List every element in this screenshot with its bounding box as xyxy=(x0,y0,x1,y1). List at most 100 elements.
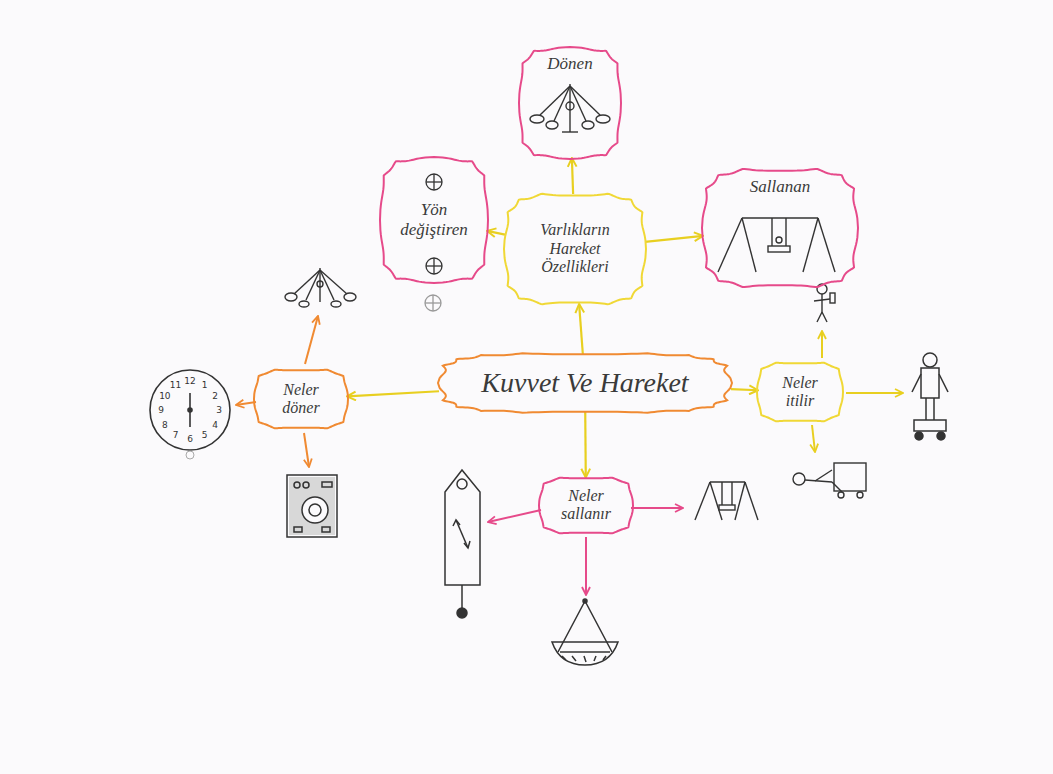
direction-symbol-part-part xyxy=(425,295,441,311)
swing-drawing-part xyxy=(768,246,790,252)
clock-number: 4 xyxy=(212,420,218,429)
arrow-connector xyxy=(347,391,439,396)
node-text-group: Neler itilir xyxy=(770,374,830,411)
clock-number: 2 xyxy=(212,391,218,400)
person-drawing-part xyxy=(830,293,835,303)
carousel-drawing-part xyxy=(530,115,544,123)
node-text: Sallanan xyxy=(750,177,810,197)
robot-drawing-part xyxy=(923,353,937,367)
pendulum-clock-drawing-part xyxy=(453,520,460,526)
swing-drawing-part xyxy=(745,482,758,520)
carousel-drawing-part xyxy=(285,293,297,301)
washing-machine-drawing xyxy=(287,475,337,537)
arrow-connector xyxy=(487,231,505,235)
washing-machine-drawing-part xyxy=(287,475,337,537)
clock-number: 9 xyxy=(158,406,164,415)
pirate-ship-swing-drawing-part xyxy=(560,651,610,653)
clock-drawing-part xyxy=(150,370,230,450)
swing-drawing-part xyxy=(742,218,756,272)
robot-drawing-part xyxy=(939,374,948,392)
cloud-node: Varlıkların Hareket Özellikleri xyxy=(501,190,649,308)
carousel-drawing-part xyxy=(299,301,309,307)
carousel-drawing-part xyxy=(331,301,341,307)
robot-drawing-part xyxy=(933,398,935,420)
yellow-arrow-part xyxy=(821,331,823,358)
person-drawing xyxy=(814,284,835,322)
node-text: Neler döner xyxy=(266,381,336,418)
swing-drawing-part xyxy=(771,218,772,246)
swing-drawing-part xyxy=(710,482,722,520)
cloud-node: Kuvvet Ve Hareket xyxy=(435,350,735,416)
swing-drawing-part xyxy=(721,482,722,505)
carousel-drawing-part xyxy=(596,115,610,123)
cloud-node: Neler itilir xyxy=(754,359,846,425)
carousel-drawing-part xyxy=(582,121,594,129)
swing-drawing-part xyxy=(695,482,710,520)
node-text: Varlıkların Hareket Özellikleri xyxy=(519,221,631,276)
robot-drawing-part xyxy=(937,432,945,440)
arrow-connector xyxy=(572,158,573,194)
pushing-figure-drawing-part xyxy=(838,492,844,498)
pendulum-clock-drawing-part xyxy=(461,585,463,608)
clock-number: 3 xyxy=(216,406,222,415)
swing-drawing xyxy=(718,218,835,272)
person-drawing-part xyxy=(814,299,830,301)
robot-drawing-part xyxy=(914,420,946,431)
swing-drawing-part xyxy=(818,218,835,272)
washing-machine-drawing-part xyxy=(303,482,309,488)
robot-drawing-part xyxy=(921,368,939,398)
pendulum-clock-drawing-part xyxy=(456,520,468,548)
washing-machine-drawing-part xyxy=(302,497,328,523)
arrow-connector xyxy=(579,304,583,354)
clock-number: 6 xyxy=(187,435,193,444)
washing-machine-drawing-part xyxy=(294,527,302,532)
yellow-arrow-part xyxy=(846,392,903,394)
cloud-outline-path xyxy=(438,353,732,412)
clock-number: 5 xyxy=(202,431,208,440)
pink-arrow-part xyxy=(585,537,587,595)
yellow-arrow-part xyxy=(812,425,815,452)
yellow-arrow xyxy=(812,331,903,452)
pushing-figure-drawing-part xyxy=(857,492,863,498)
orange-arrow-part xyxy=(304,433,309,467)
cloud-outline-path xyxy=(504,194,646,304)
cloud-outline-path xyxy=(519,47,621,159)
swing-drawing-part xyxy=(785,218,786,246)
carousel-drawing-part xyxy=(540,86,570,115)
clock-drawing-part xyxy=(186,451,194,459)
direction-symbol-part xyxy=(425,295,441,311)
direction-symbol-part xyxy=(426,174,442,190)
carousel-drawing-part xyxy=(317,281,323,287)
washing-machine-drawing-part xyxy=(322,482,332,487)
pink-arrow-part xyxy=(488,510,541,522)
swing-drawing-part xyxy=(718,218,742,272)
robot-drawing-part xyxy=(925,398,927,420)
node-text: Dönen xyxy=(547,54,592,74)
swing-drawing xyxy=(695,482,758,520)
orange-arrow-part xyxy=(305,316,318,364)
node-text: Neler sallanır xyxy=(551,487,621,524)
swing-drawing-part xyxy=(710,481,745,482)
robot-drawing-part xyxy=(912,374,921,392)
node-text-group: Yön değiştiren xyxy=(392,200,476,239)
node-text-group: Dönen xyxy=(547,54,592,74)
clock-number: 10 xyxy=(159,391,170,400)
swing-drawing-part xyxy=(731,482,732,505)
node-text-group: Kuvvet Ve Hareket xyxy=(481,367,688,399)
swing-drawing-part xyxy=(803,218,818,272)
clock-number: 8 xyxy=(162,420,168,429)
pirate-ship-swing-drawing-part xyxy=(552,642,618,665)
cloud-node: Yön değiştiren xyxy=(377,154,491,286)
person-drawing-part xyxy=(822,312,827,322)
node-text: Neler itilir xyxy=(770,374,830,411)
cloud-outline-path xyxy=(539,477,633,533)
carousel-drawing-part xyxy=(294,270,320,294)
pushing-figure-drawing xyxy=(793,463,866,498)
person-drawing-part xyxy=(817,312,822,322)
pushing-figure-drawing-part xyxy=(793,473,805,485)
pirate-ship-swing-drawing-part xyxy=(583,599,587,603)
carousel-drawing-part xyxy=(570,86,600,115)
node-text: Yön değiştiren xyxy=(392,200,476,239)
